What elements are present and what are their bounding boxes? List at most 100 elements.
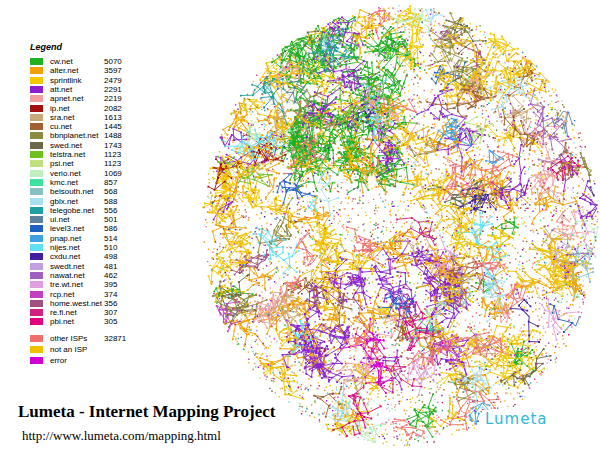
legend-count: 857 (104, 178, 117, 187)
legend-label: gblx.net (50, 197, 78, 206)
router-dots (207, 10, 591, 409)
legend-label: swedt.net (50, 262, 84, 271)
legend-swatch (30, 253, 43, 260)
link-lines (241, 29, 358, 125)
url-label: http://www.lumeta.com/mapping.html (20, 428, 223, 444)
legend-count: 481 (104, 262, 117, 271)
legend-count: 556 (104, 206, 117, 215)
router-dots (210, 12, 591, 422)
router-dots (238, 8, 599, 444)
legend-swatch (30, 179, 43, 186)
legend-swatch (30, 170, 43, 177)
router-dots (217, 44, 584, 445)
legend-count: 501 (104, 215, 117, 224)
legend-count: 514 (104, 234, 117, 243)
legend-count: 1743 (104, 141, 122, 150)
legend-swatch (30, 281, 43, 288)
legend-count: 510 (104, 243, 117, 252)
legend-count: 305 (104, 317, 117, 326)
legend-label: telstra.net (50, 150, 85, 159)
legend-label: nijes.net (50, 243, 80, 252)
legend-label: error (50, 356, 67, 365)
legend-swatch (30, 67, 43, 74)
legend-count: 2082 (104, 104, 122, 113)
legend-count: 3597 (104, 66, 122, 75)
legend-swatch (30, 95, 43, 102)
legend-label: cu.net (50, 122, 72, 131)
router-dots (231, 30, 593, 440)
router-dots (211, 28, 545, 430)
legend-label: other ISPs (50, 334, 87, 343)
legend-label: psi.net (50, 159, 74, 168)
legend-count: 395 (104, 280, 117, 289)
link-lines (277, 67, 572, 136)
legend-label: belsouth.net (50, 187, 94, 196)
legend-heading: Legend (30, 42, 62, 52)
legend-count: 1069 (104, 169, 122, 178)
legend-label: rcp.net (50, 290, 74, 299)
legend-count: 356 (104, 299, 117, 308)
legend-count: 2291 (104, 85, 122, 94)
legend-count: 2219 (104, 94, 122, 103)
legend-swatch (30, 207, 43, 214)
legend-label: swed.net (50, 141, 82, 150)
router-dots (213, 16, 598, 441)
legend-swatch (30, 357, 43, 364)
legend-swatch (30, 244, 43, 251)
legend-label: ui.net (50, 215, 70, 224)
legend-label: telegobe.net (50, 206, 94, 215)
router-dots (216, 10, 583, 405)
legend-swatch (30, 335, 43, 342)
legend-swatch (30, 142, 43, 149)
legend-label: not an ISP (50, 345, 87, 354)
legend-swatch (30, 105, 43, 112)
legend-swatch (30, 216, 43, 223)
legend-swatch (30, 300, 43, 307)
legend-swatch (30, 263, 43, 270)
legend-label: tre.wt.net (50, 280, 83, 289)
legend-label: verio.net (50, 169, 81, 178)
legend-label: alter.net (50, 66, 78, 75)
legend-label: level3.net (50, 224, 84, 233)
legend-label: pbi.net (50, 317, 74, 326)
legend-swatch (30, 291, 43, 298)
legend-swatch (30, 123, 43, 130)
legend-label: att.net (50, 85, 72, 94)
legend-count: 1123 (104, 150, 121, 159)
router-dots (204, 8, 598, 440)
legend-count: 5070 (104, 57, 122, 66)
legend-swatch (30, 86, 43, 93)
legend-label: sra.net (50, 113, 74, 122)
watermark: Lumeta (482, 410, 551, 428)
legend-label: pnap.net (50, 234, 81, 243)
legend-swatch (30, 188, 43, 195)
legend-swatch (30, 309, 43, 316)
legend-count: 2479 (104, 76, 122, 85)
legend-swatch (30, 225, 43, 232)
legend-label: nawat.net (50, 271, 85, 280)
legend-swatch (30, 272, 43, 279)
legend-count: 1123 (104, 159, 121, 168)
legend-count: 374 (104, 290, 117, 299)
legend-swatch (30, 198, 43, 205)
legend-swatch (30, 160, 43, 167)
legend-label: bbnplanet.net (50, 131, 99, 140)
legend-swatch (30, 346, 43, 353)
router-dots (213, 18, 570, 442)
legend-label: cxdu.net (50, 252, 80, 261)
router-dots (204, 5, 597, 440)
legend-label: home.west.net (50, 299, 102, 308)
legend-swatch (30, 132, 43, 139)
legend-count: 498 (104, 252, 117, 261)
router-dots (248, 39, 584, 437)
router-dots (211, 12, 589, 442)
legend-label: ip.net (50, 104, 70, 113)
legend-count: 588 (104, 197, 117, 206)
router-dots (206, 8, 585, 446)
legend-swatch (30, 151, 43, 158)
legend-label: kmc.net (50, 178, 78, 187)
legend-count: 32871 (104, 334, 126, 343)
network-graph (202, 5, 599, 446)
